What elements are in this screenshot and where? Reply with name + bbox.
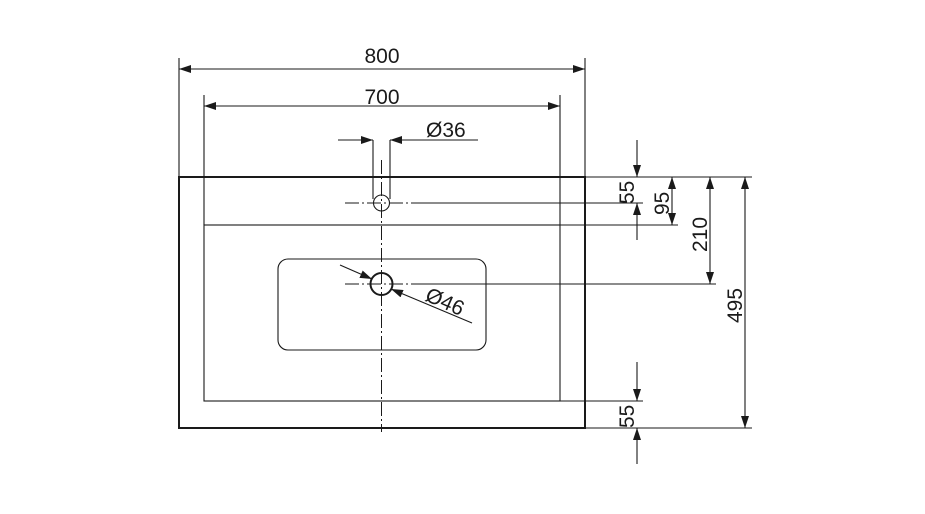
tap-hole-diameter-label: Ø36 [426,119,466,142]
drain-offset-label: 210 [689,217,712,252]
overall-width-label: 800 [364,45,399,68]
dimension-overall-width: 800 [178,45,586,177]
tap-hole-offset-label: 55 [616,181,639,204]
dimension-front-rim: 55 [616,362,641,464]
dimension-tap-hole-diameter: Ø36 [338,119,478,144]
dimension-drain-offset: 210 [689,177,714,284]
rim-depth-label: 95 [651,192,674,215]
dimension-rim-depth: 95 [651,177,676,225]
drain-diameter-label: Ø46 [422,284,468,321]
dimension-overall-depth: 495 [724,177,749,428]
dimension-tap-hole-offset: 55 [616,140,641,240]
dimension-inner-width: 700 [203,86,561,225]
overall-depth-label: 495 [724,288,747,323]
dimension-drain-diameter: Ø46 [339,264,473,324]
front-rim-label: 55 [616,405,639,428]
inner-width-label: 700 [364,86,399,109]
basin-inner-rim [203,224,561,402]
